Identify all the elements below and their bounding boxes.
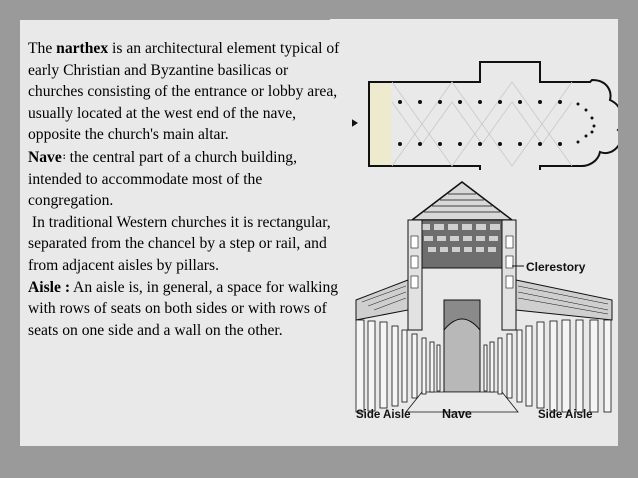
entrance-arrow-icon <box>352 119 358 127</box>
narthex-paragraph: The narthex is an architectural element … <box>28 38 346 146</box>
narthex-definition: is an architectural element typical of e… <box>28 40 340 144</box>
plan-outline <box>368 61 618 170</box>
nave-colon: : <box>62 150 66 161</box>
clerestory-label: Clerestory <box>526 260 586 274</box>
decorative-rule <box>330 19 618 20</box>
diagonal-lines <box>391 81 573 167</box>
column-dots-bottom <box>398 130 594 146</box>
definition-text: The narthex is an architectural element … <box>28 38 346 341</box>
basilica-illustration: Clerestory Side Aisle Nave Side Aisle <box>355 181 613 421</box>
column-dots-top <box>398 100 596 128</box>
nave-extra-paragraph: In traditional Western churches it is re… <box>28 213 335 274</box>
nave-term: Nave <box>28 148 62 166</box>
aisle-term: Aisle : <box>28 278 71 296</box>
narthex-term: narthex <box>56 40 109 57</box>
church-floor-plan <box>352 61 618 170</box>
side-aisle-right-label: Side Aisle <box>538 409 593 421</box>
narthex-area <box>369 82 391 165</box>
nave-label: Nave <box>442 407 472 421</box>
slide: The narthex is an architectural element … <box>20 20 618 446</box>
aisle-paragraph: Aisle : An aisle is, in general, a space… <box>28 277 346 342</box>
nave-paragraph: Nave: the central part of a church build… <box>28 146 346 212</box>
narthex-intro: The <box>28 40 57 57</box>
aisle-definition: An aisle is, in general, a space for wal… <box>28 278 339 339</box>
nave-definition: the central part of a church building, i… <box>28 148 297 210</box>
side-aisle-left-label: Side Aisle <box>356 409 411 421</box>
